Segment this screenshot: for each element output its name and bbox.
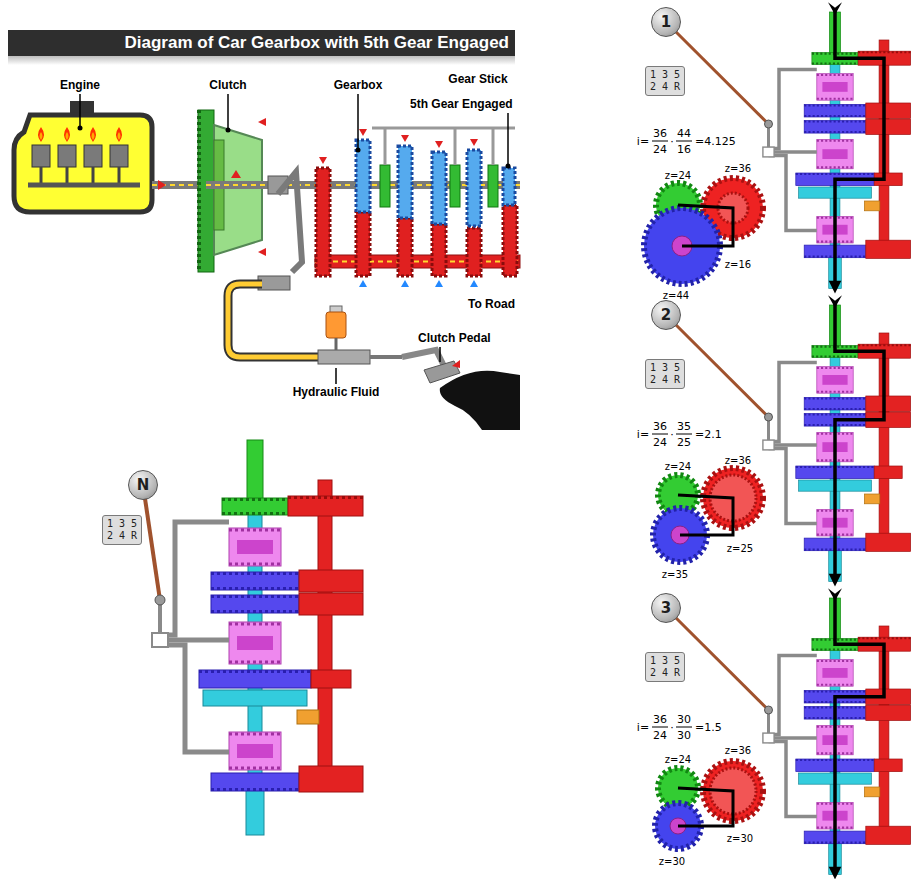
gear-number: 3 xyxy=(661,599,671,617)
shift-row: 2 4 R xyxy=(107,530,137,542)
part-label: To Road xyxy=(468,297,515,311)
ratio-formula: i= xyxy=(637,721,649,734)
shift-row: 2 4 R xyxy=(650,81,680,93)
ratio-formula: =2.1 xyxy=(695,428,722,441)
diagram-title: Diagram of Car Gearbox with 5th Gear Eng… xyxy=(8,30,509,56)
ratio-formula: 24 xyxy=(653,143,667,156)
gear-knob: 2 xyxy=(651,300,681,330)
hydraulic-system xyxy=(228,276,520,430)
tooth-count: z=36 xyxy=(725,745,751,756)
engine-illustration xyxy=(14,101,206,212)
shift-pattern: 1 3 52 4 R xyxy=(645,359,685,389)
shift-pattern: 1 3 52 4 R xyxy=(102,515,142,545)
tooth-count: z=44 xyxy=(663,290,689,301)
ratio-formula: 24 xyxy=(653,436,667,449)
tooth-count: z=36 xyxy=(725,163,751,174)
ratio-formula: 16 xyxy=(677,143,691,156)
title-bar xyxy=(8,30,515,65)
gearbox-neutral xyxy=(143,440,363,835)
part-label: 5th Gear Engaged xyxy=(410,97,513,111)
ratio-formula: 35 xyxy=(677,420,691,433)
ratio-formula: i= xyxy=(637,428,649,441)
part-label: Clutch Pedal xyxy=(418,331,491,345)
gear-knob: 1 xyxy=(651,7,681,37)
shift-row: 1 3 5 xyxy=(650,69,680,81)
tooth-count: z=30 xyxy=(727,833,753,844)
gearbox-third-gear xyxy=(666,588,911,879)
shift-row: 2 4 R xyxy=(650,374,680,386)
ratio-formula: 36 xyxy=(653,420,667,433)
part-label: Clutch xyxy=(209,78,246,92)
shift-pattern: 1 3 52 4 R xyxy=(645,652,685,682)
clutch-illustration xyxy=(198,110,318,272)
gear-wheels-second xyxy=(653,468,763,562)
shift-row: 1 3 5 xyxy=(650,362,680,374)
ratio-formula: 25 xyxy=(677,436,691,449)
gear-number: 1 xyxy=(661,13,671,31)
tooth-count: z=35 xyxy=(662,569,688,580)
part-label: Gearbox xyxy=(334,78,383,92)
tooth-count: z=36 xyxy=(725,455,751,466)
shift-row: 2 4 R xyxy=(650,667,680,679)
shift-row: 1 3 5 xyxy=(650,655,680,667)
ratio-formula: 36 xyxy=(653,127,667,140)
shift-pattern: 1 3 52 4 R xyxy=(645,66,685,96)
gear-number: N xyxy=(137,476,150,494)
tooth-count: z=30 xyxy=(659,856,685,867)
ratio-formula: 36 xyxy=(653,713,667,726)
gear-wheels-third xyxy=(655,761,763,849)
leader-lines xyxy=(80,94,508,384)
ratio-formula: 24 xyxy=(653,729,667,742)
ratio-formula: i= xyxy=(637,135,649,148)
gear-number: 2 xyxy=(661,306,671,324)
gearbox-illustration xyxy=(315,128,520,287)
leader-dots xyxy=(78,126,511,169)
ratio-formula: · xyxy=(670,135,674,148)
tooth-count: z=25 xyxy=(727,543,753,554)
part-label: Gear Stick xyxy=(448,72,507,86)
ratio-formula: =1.5 xyxy=(695,721,722,734)
ratio-formula: =4.125 xyxy=(695,135,736,148)
tooth-count: z=24 xyxy=(665,461,691,472)
ratio-formula: 30 xyxy=(677,713,691,726)
ratio-formula: · xyxy=(670,428,674,441)
gear-knob: N xyxy=(128,470,158,500)
shift-row: 1 3 5 xyxy=(107,518,137,530)
gear-knob: 3 xyxy=(651,593,681,623)
tooth-count: z=24 xyxy=(665,754,691,765)
tooth-count: z=24 xyxy=(665,170,691,181)
tooth-count: z=16 xyxy=(725,259,751,270)
ratio-formula: 30 xyxy=(677,729,691,742)
part-label: Hydraulic Fluid xyxy=(293,385,380,399)
ratio-formula: · xyxy=(670,721,674,734)
gear-wheels-first xyxy=(644,178,763,284)
ratio-formula: 44 xyxy=(677,127,691,140)
part-label: Engine xyxy=(60,78,100,92)
